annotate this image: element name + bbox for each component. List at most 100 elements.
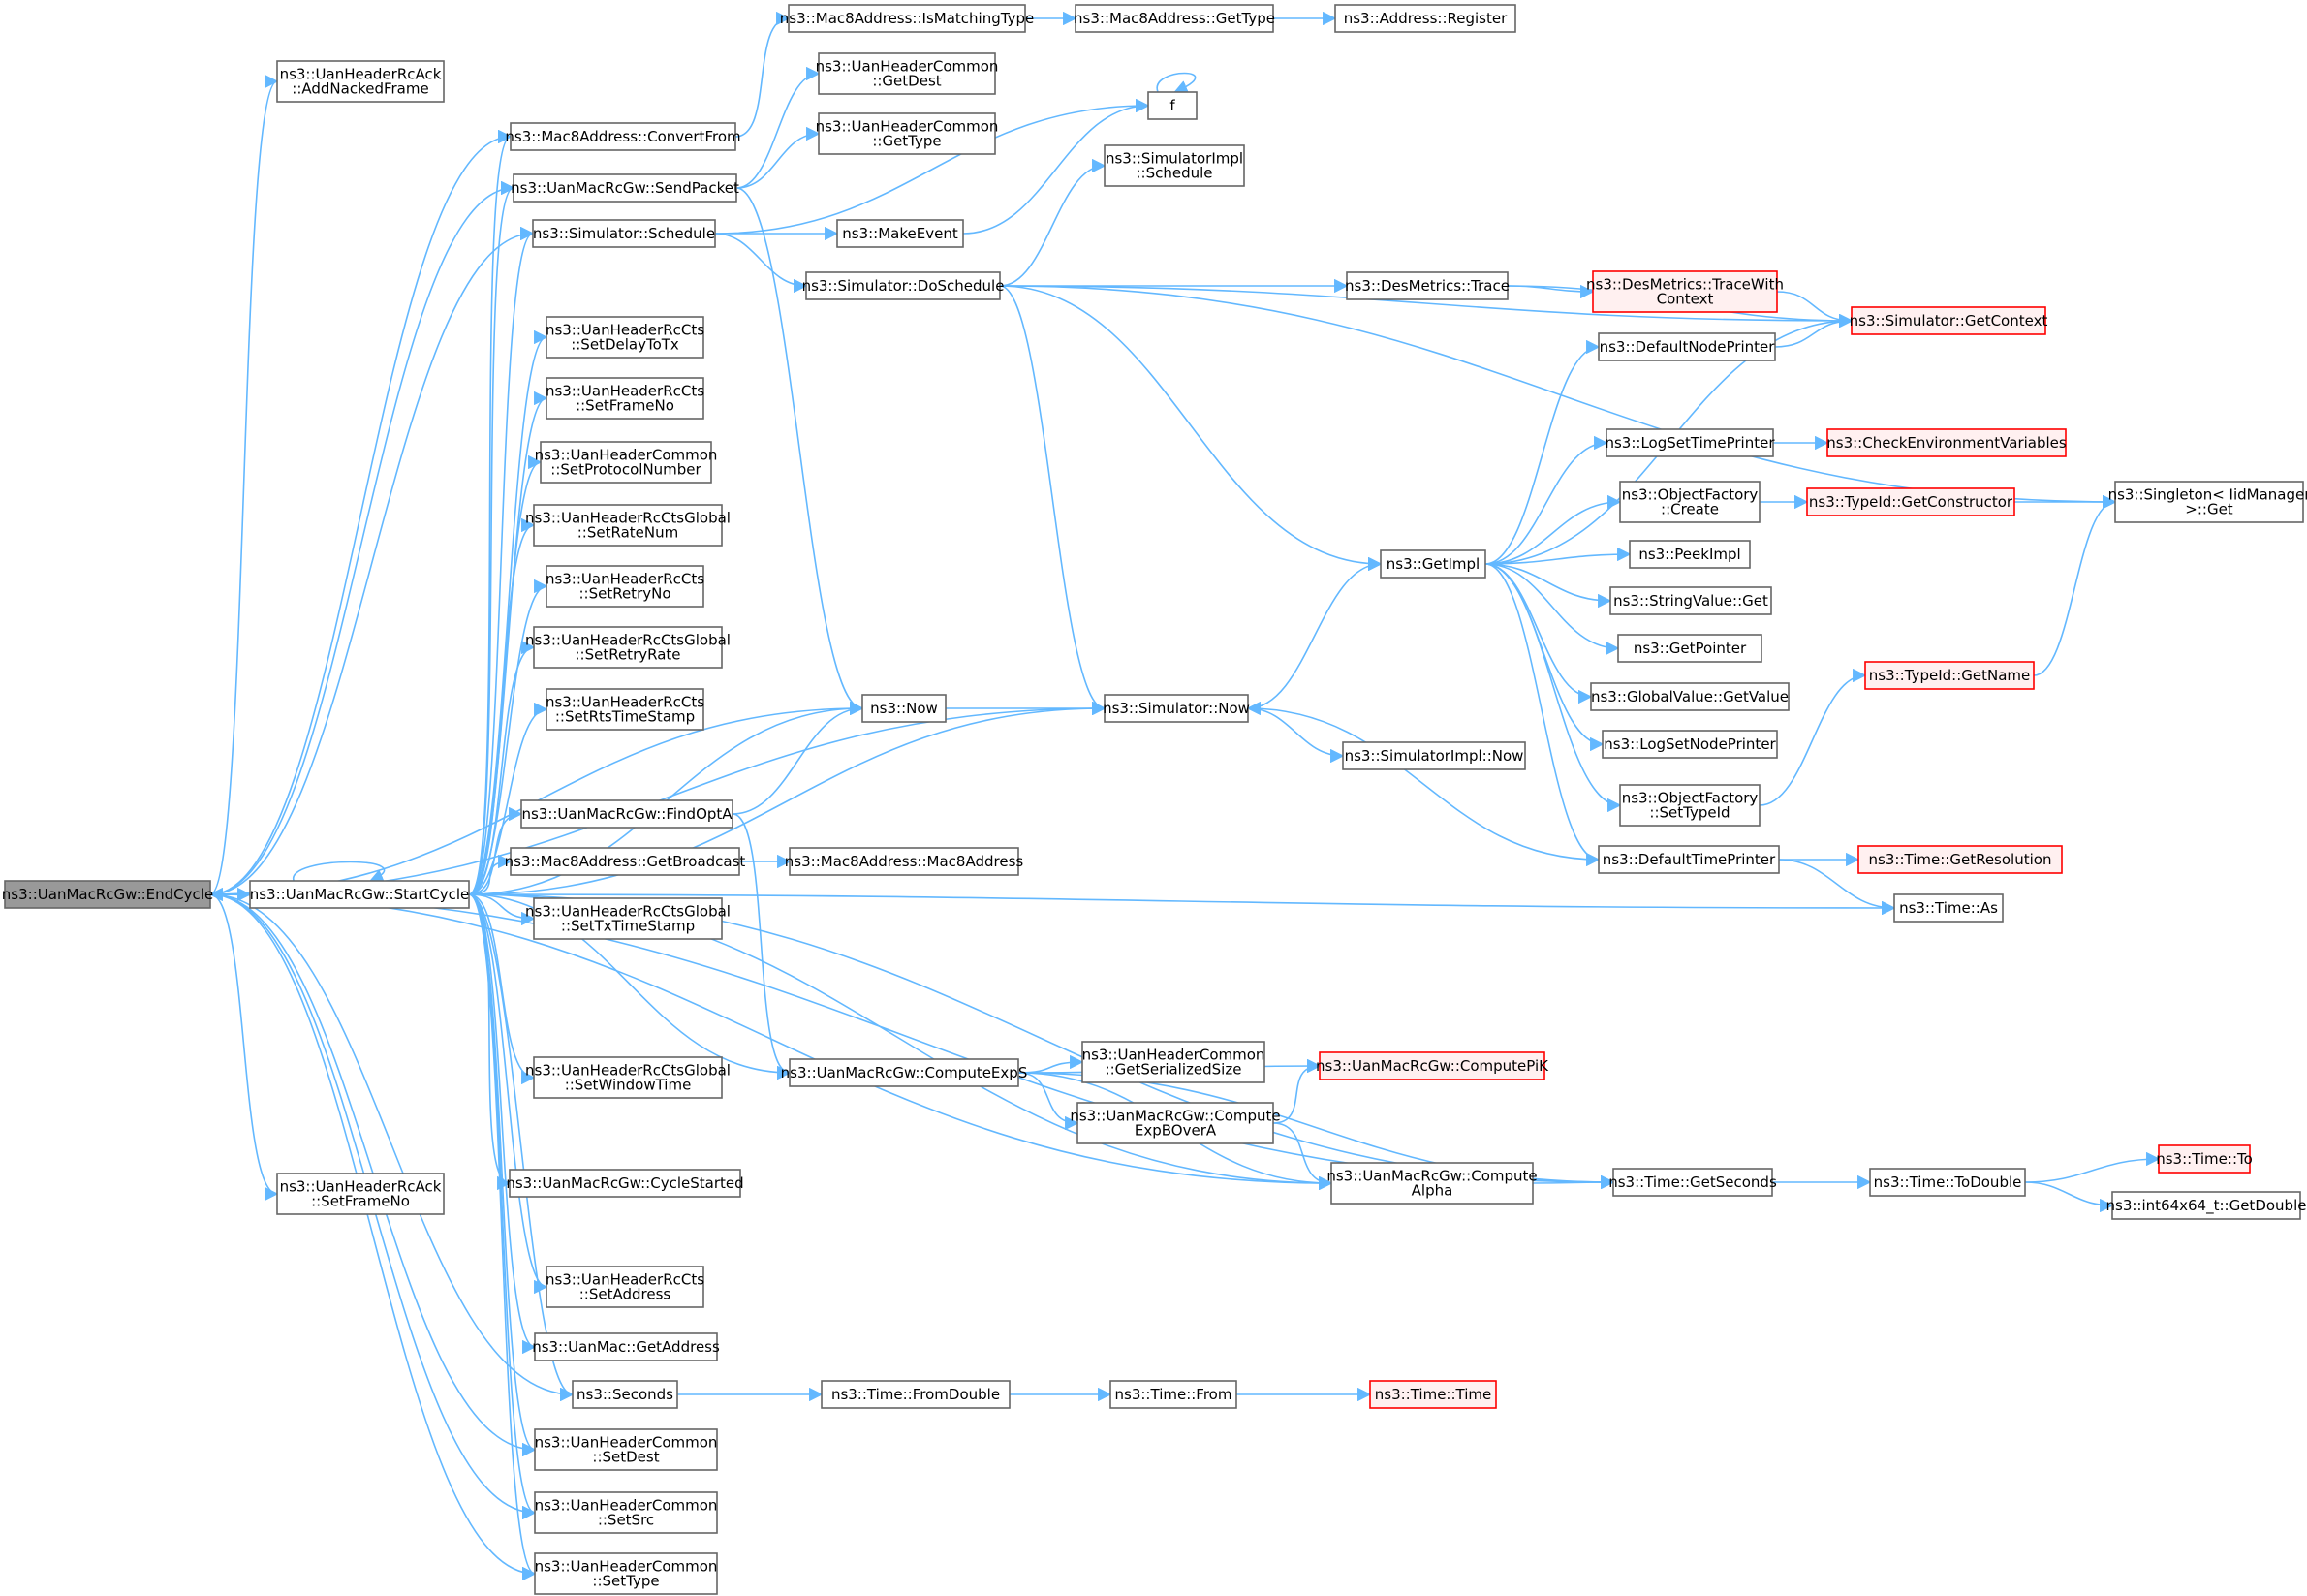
node-label: ns3::ObjectFactory — [1622, 486, 1759, 504]
node-label: ns3::UanHeaderRcCtsGlobal — [525, 510, 731, 527]
edge-line — [999, 285, 1383, 572]
node-check-env[interactable]: ns3::CheckEnvironmentVariables — [1826, 428, 2067, 457]
node-seconds[interactable]: ns3::Seconds — [572, 1380, 678, 1409]
node-get-constructor[interactable]: ns3::TypeId::GetConstructor — [1806, 487, 2015, 516]
node-ofcreate[interactable]: ns3::ObjectFactory::Create — [1619, 481, 1761, 523]
node-get-double[interactable]: ns3::int64x64_t::GetDouble — [2106, 1191, 2307, 1220]
node-log-set-node-printer[interactable]: ns3::LogSetNodePrinter — [1602, 730, 1778, 759]
node-time-as[interactable]: ns3::Time::As — [1893, 893, 2004, 923]
edge-line — [468, 893, 575, 1402]
node-label: ns3::UanHeaderCommon — [1082, 1047, 1265, 1064]
node-make-event[interactable]: ns3::MakeEvent — [836, 219, 964, 248]
node-set-dest[interactable]: ns3::UanHeaderCommon::SetDest — [534, 1428, 718, 1471]
node-time-from[interactable]: ns3::Time::From — [1109, 1380, 1237, 1409]
node-set-protocol-number[interactable]: ns3::UanHeaderCommon::SetProtocolNumber — [535, 441, 718, 484]
node-get-seconds[interactable]: ns3::Time::GetSeconds — [1608, 1168, 1777, 1197]
node-sim-now[interactable]: ns3::Simulator::Now — [1103, 694, 1250, 723]
node-set-window-time[interactable]: ns3::UanHeaderRcCtsGlobal::SetWindowTime — [525, 1056, 731, 1099]
node-singleton-get[interactable]: ns3::Singleton< IidManager>::Get — [2108, 481, 2307, 523]
node-label: ns3::UanHeaderCommon — [535, 1558, 718, 1576]
edge-line — [1017, 1054, 1084, 1074]
edge-GetImpl-to-DefaultTimePrinter — [1484, 563, 1601, 867]
node-get-dest[interactable]: ns3::UanHeaderCommon::GetDest — [816, 52, 999, 95]
node-end-cycle[interactable]: ns3::UanMacRcGw::EndCycle — [2, 880, 213, 909]
node-send-packet[interactable]: ns3::UanMacRcGw::SendPacket — [511, 173, 739, 203]
node-sim-schedule[interactable]: ns3::Simulator::Schedule — [532, 219, 716, 248]
node-box — [534, 1332, 718, 1361]
node-get-impl[interactable]: ns3::GetImpl — [1380, 549, 1486, 579]
node-set-tx-time-stamp[interactable]: ns3::UanHeaderRcCtsGlobal::SetTxTimeStam… — [525, 897, 731, 940]
edge-TypeIdGetName-to-SingletonGet — [2033, 494, 2117, 676]
edge-DoSchedule-to-GetImpl — [999, 285, 1383, 572]
edge-StartCycle-to-ConvertFrom — [468, 130, 513, 895]
node-set-delay-to-tx[interactable]: ns3::UanHeaderRcCts::SetDelayToTx — [546, 316, 704, 359]
node-f[interactable]: f — [1147, 91, 1198, 120]
edge-StartCycle-to-SetRetryNo — [468, 579, 548, 895]
node-get-serialized-size[interactable]: ns3::UanHeaderCommon::GetSerializedSize — [1081, 1041, 1265, 1083]
edge-ComputeExpBOverA-to-ComputePiK — [1272, 1058, 1322, 1124]
edge-line — [1484, 563, 1622, 813]
node-label: ns3::UanHeaderRcCtsGlobal — [525, 903, 731, 921]
node-label: ns3::UanMacRcGw::Compute — [1326, 1168, 1537, 1185]
node-get-broadcast[interactable]: ns3::Mac8Address::GetBroadcast — [505, 847, 746, 876]
node-common-get-type[interactable]: ns3::UanHeaderCommon::GetType — [816, 112, 999, 155]
node-label: ::SetRetryRate — [575, 646, 680, 664]
node-is-matching-type[interactable]: ns3::Mac8Address::IsMatchingType — [780, 4, 1034, 33]
edge-DefaultTimePrinter-to-SimNow — [1246, 701, 1600, 861]
node-set-address[interactable]: ns3::UanHeaderRcCts::SetAddress — [546, 1266, 704, 1308]
node-box — [534, 1428, 718, 1471]
node-type-id-get-name[interactable]: ns3::TypeId::GetName — [1864, 661, 2035, 690]
node-mac8get-type[interactable]: ns3::Mac8Address::GetType — [1074, 4, 1275, 33]
node-get-pointer[interactable]: ns3::GetPointer — [1617, 634, 1762, 663]
node-ack-set-frame-no[interactable]: ns3::UanHeaderRcAck::SetFrameNo — [276, 1173, 445, 1215]
edge-ComputeAlpha-to-GetSeconds — [1532, 1174, 1615, 1190]
node-set-type[interactable]: ns3::UanHeaderCommon::SetType — [534, 1552, 718, 1595]
node-convert-from[interactable]: ns3::Mac8Address::ConvertFrom — [505, 122, 741, 151]
node-address-register[interactable]: ns3::Address::Register — [1334, 4, 1516, 33]
node-find-opt-a[interactable]: ns3::UanMacRcGw::FindOptA — [520, 799, 733, 829]
node-do-schedule[interactable]: ns3::Simulator::DoSchedule — [802, 271, 1005, 300]
node-from-double[interactable]: ns3::Time::FromDouble — [821, 1380, 1011, 1409]
node-set-rts-time-stamp[interactable]: ns3::UanHeaderRcCts::SetRtsTimeStamp — [546, 688, 704, 731]
node-set-src[interactable]: ns3::UanHeaderCommon::SetSrc — [534, 1491, 718, 1534]
node-box — [4, 880, 211, 909]
node-add-nacked-frame[interactable]: ns3::UanHeaderRcAck::AddNackedFrame — [276, 60, 445, 103]
node-log-set-time-printer[interactable]: ns3::LogSetTimePrinter — [1605, 428, 1775, 457]
node-label: ns3::Singleton< IidManager — [2108, 486, 2307, 504]
node-get-address[interactable]: ns3::UanMac::GetAddress — [532, 1332, 720, 1361]
node-start-cycle[interactable]: ns3::UanMacRcGw::StartCycle — [249, 880, 470, 909]
node-set-type-id[interactable]: ns3::ObjectFactory::SetTypeId — [1619, 784, 1761, 827]
edge-line — [468, 893, 548, 1295]
node-time-to[interactable]: ns3::Time::To — [2156, 1144, 2253, 1174]
node-label: ns3::SimulatorImpl — [1106, 150, 1243, 168]
node-set-retry-rate[interactable]: ns3::UanHeaderRcCtsGlobal::SetRetryRate — [525, 626, 731, 669]
node-now[interactable]: ns3::Now — [861, 694, 947, 723]
node-get-context[interactable]: ns3::Simulator::GetContext — [1850, 306, 2048, 335]
node-to-double[interactable]: ns3::Time::ToDouble — [1869, 1168, 2026, 1197]
node-get-resolution[interactable]: ns3::Time::GetResolution — [1857, 845, 2063, 874]
node-set-retry-no[interactable]: ns3::UanHeaderRcCts::SetRetryNo — [546, 565, 704, 608]
node-default-time-printer[interactable]: ns3::DefaultTimePrinter — [1598, 845, 1780, 874]
edge-GetImpl-to-PeekImpl — [1484, 547, 1632, 565]
node-compute-exp-s[interactable]: ns3::UanMacRcGw::ComputeExpS — [781, 1058, 1028, 1087]
node-time-time[interactable]: ns3::Time::Time — [1369, 1380, 1497, 1409]
node-impl-schedule[interactable]: ns3::SimulatorImpl::Schedule — [1104, 144, 1245, 187]
node-set-rate-num[interactable]: ns3::UanHeaderRcCtsGlobal::SetRateNum — [525, 504, 731, 547]
node-global-value-get-value[interactable]: ns3::GlobalValue::GetValue — [1590, 682, 1790, 711]
node-label: ns3::UanHeaderRcCts — [546, 383, 704, 400]
node-cts-set-frame-no[interactable]: ns3::UanHeaderRcCts::SetFrameNo — [546, 377, 704, 420]
node-compute-pi-k[interactable]: ns3::UanMacRcGw::ComputePiK — [1316, 1051, 1549, 1080]
node-default-node-printer[interactable]: ns3::DefaultNodePrinter — [1598, 332, 1776, 361]
node-label: ns3::UanMacRcGw::FindOptA — [521, 805, 733, 823]
node-des-trace[interactable]: ns3::DesMetrics::Trace — [1345, 271, 1510, 300]
node-impl-now[interactable]: ns3::SimulatorImpl::Now — [1342, 741, 1526, 770]
node-cycle-started[interactable]: ns3::UanMacRcGw::CycleStarted — [506, 1169, 744, 1198]
node-string-value-get[interactable]: ns3::StringValue::Get — [1609, 586, 1772, 615]
node-peek-impl[interactable]: ns3::PeekImpl — [1629, 540, 1751, 569]
edge-ConvertFrom-to-IsMatchingType — [734, 11, 791, 138]
node-mac8address[interactable]: ns3::Mac8Address::Mac8Address — [785, 847, 1024, 876]
node-label: ns3::UanMacRcGw::ComputeExpS — [781, 1064, 1028, 1081]
